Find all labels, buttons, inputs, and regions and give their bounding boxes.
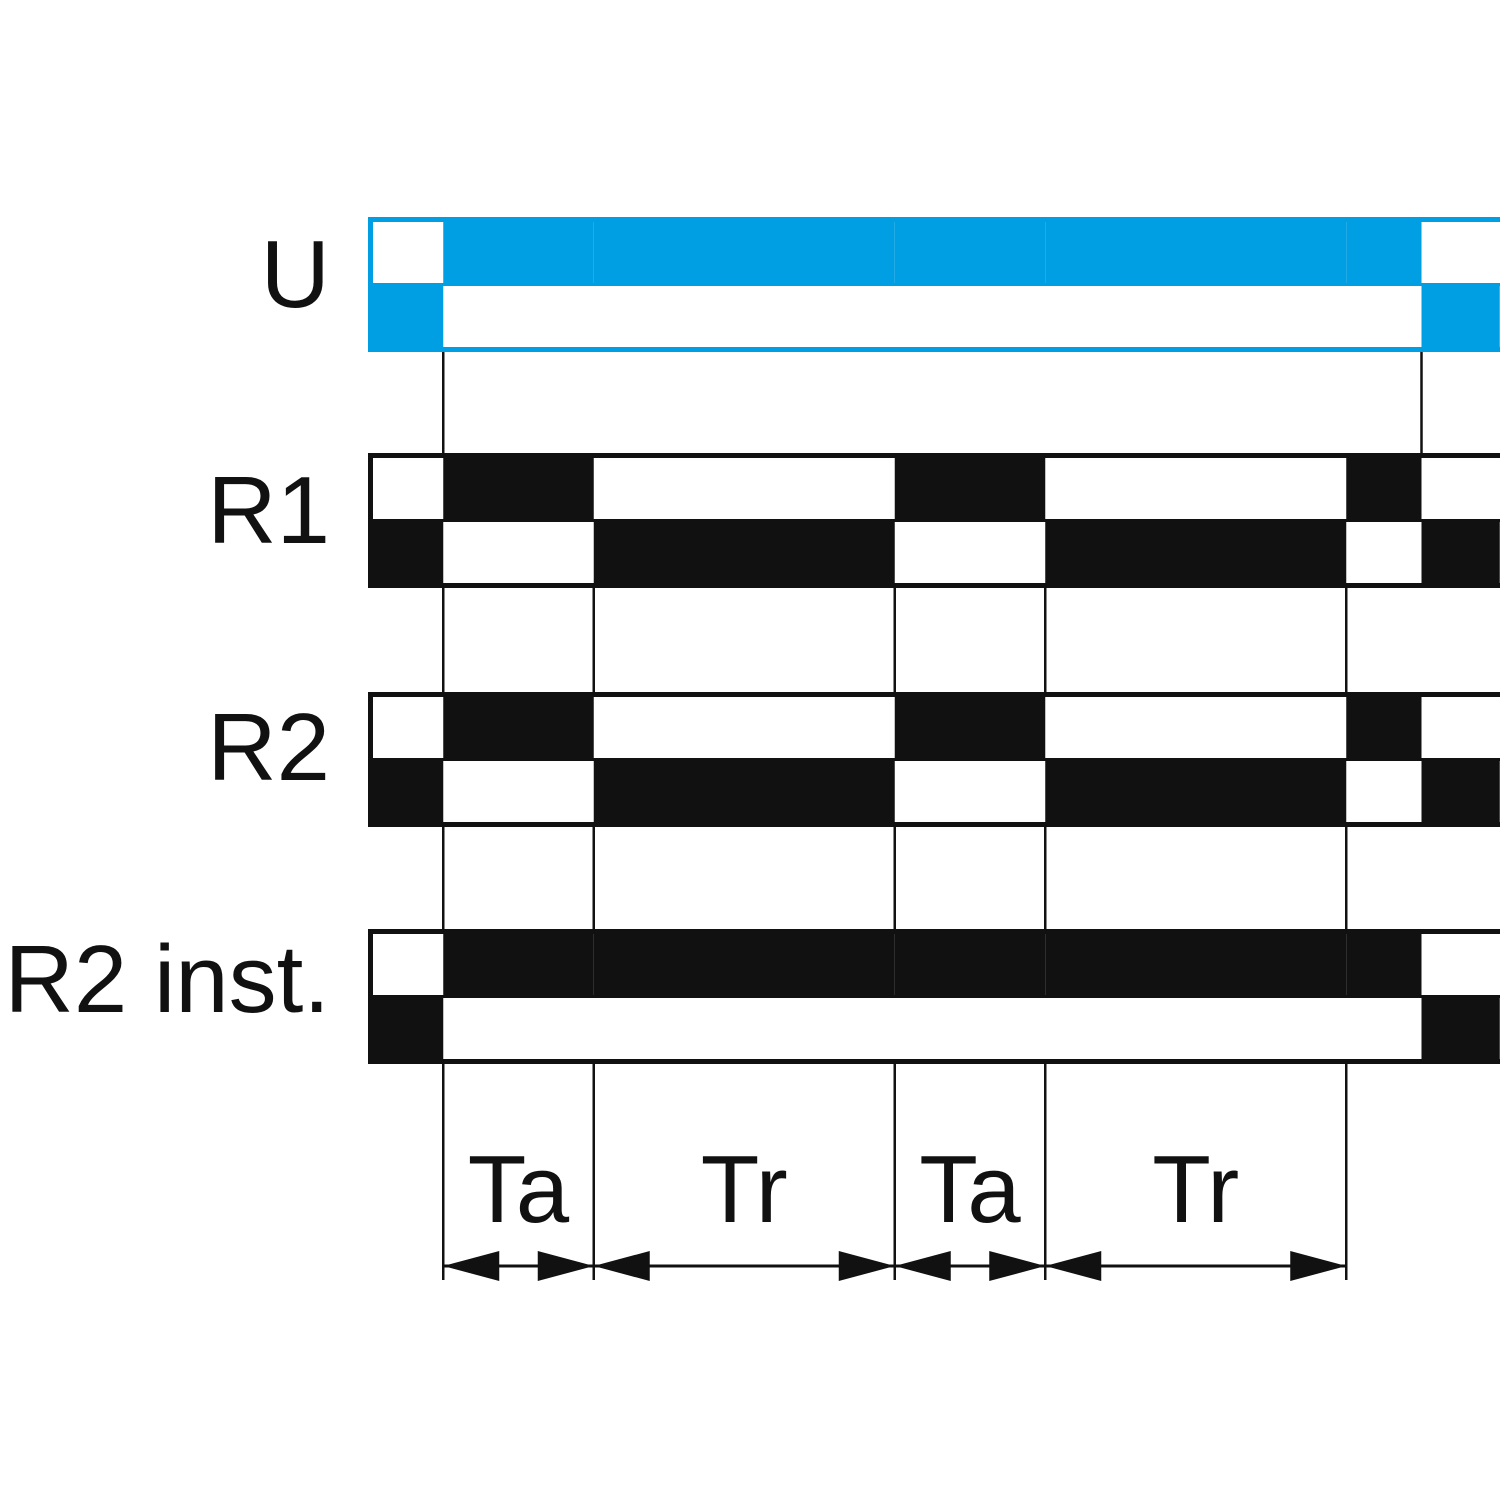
arrow-right-icon [838,1251,895,1281]
signal-r2-inst-high-segment [443,929,594,997]
arrow-left-icon [593,1251,650,1281]
signal-r2-low-segment [1421,759,1500,827]
signal-r2-high-segment [443,692,594,760]
arrow-right-icon [537,1251,594,1281]
signal-r2-low-segment [593,759,895,827]
signal-r2-inst-high-segment [894,929,1046,997]
interval-label-tr: Tr [701,1136,788,1243]
signal-r1-low-segment [1045,520,1347,588]
signal-u-high-segment [443,217,594,285]
signal-label-r2: R2 [207,694,330,801]
interval-label-tr: Tr [1152,1136,1239,1243]
signal-r2-inst-low-segment [368,996,444,1064]
signal-r2-inst-low-segment [1421,996,1500,1064]
signal-u-high-segment [894,217,1046,285]
arrow-left-icon [1045,1251,1102,1281]
signal-r1-high-segment [1346,453,1422,521]
signal-r2-low-segment [368,759,444,827]
signal-r2-inst-high-segment [1045,929,1347,997]
signal-u-low-segment [1421,284,1500,352]
arrow-left-icon [894,1251,951,1281]
interval-label-ta: Ta [468,1136,570,1243]
signal-r2-inst-high-segment [1346,929,1422,997]
signal-u-high-segment [1045,217,1347,285]
signal-r1-low-segment [368,520,444,588]
signal-r2-inst-high-segment [593,929,895,997]
arrow-right-icon [1290,1251,1347,1281]
arrow-left-icon [443,1251,500,1281]
signal-u-high-segment [1346,217,1422,285]
signal-label-u: U [261,221,330,328]
signal-r1-high-segment [894,453,1046,521]
arrow-right-icon [989,1251,1046,1281]
signal-r1-low-segment [1421,520,1500,588]
signal-r2-low-segment [1045,759,1347,827]
signal-r2-high-segment [1346,692,1422,760]
interval-label-ta: Ta [919,1136,1021,1243]
signal-r1-low-segment [593,520,895,588]
signal-u-low-segment [368,284,444,352]
signal-r2-high-segment [894,692,1046,760]
signal-r1-high-segment [443,453,594,521]
signal-u-high-segment [593,217,895,285]
signal-label-r1: R1 [207,457,330,564]
signal-label-r2-inst: R2 inst. [5,926,330,1033]
